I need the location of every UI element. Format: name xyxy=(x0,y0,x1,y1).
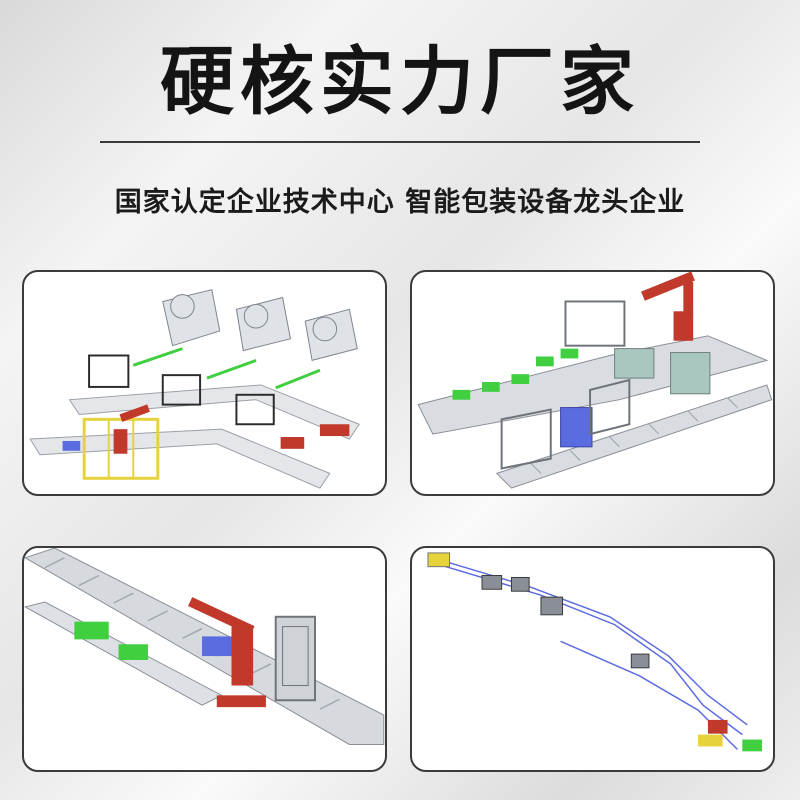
tagline: 国家认定企业技术中心 智能包装设备龙头企业 xyxy=(114,187,686,218)
divider-line xyxy=(100,141,700,143)
headline: 硬核实力厂家 xyxy=(160,39,640,125)
weigher-palletizing-line-illustration xyxy=(29,289,360,489)
line-layout-illustration xyxy=(427,552,762,752)
production-line-image-3 xyxy=(22,546,387,772)
production-line-image-4 xyxy=(410,546,775,772)
robot-palletizer-illustration xyxy=(417,272,773,489)
production-line-image-1 xyxy=(22,270,387,496)
roller-conveyor-robot-illustration xyxy=(24,548,385,745)
production-line-image-2 xyxy=(410,270,775,496)
